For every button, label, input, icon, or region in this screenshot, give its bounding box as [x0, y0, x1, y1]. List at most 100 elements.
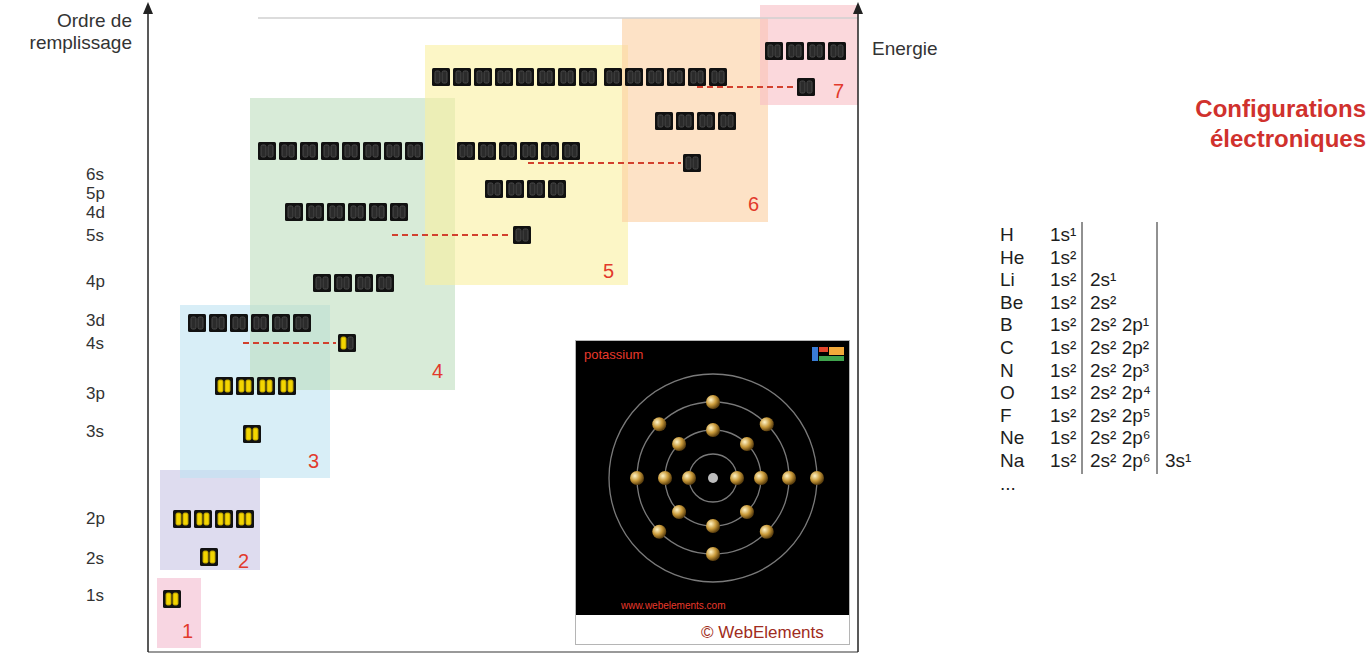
electron-slot — [173, 593, 178, 605]
orbital-label: 4p — [86, 273, 105, 292]
table-rule — [1082, 222, 1083, 474]
orbital-frame — [495, 68, 513, 86]
electron-slot — [316, 277, 321, 289]
electron-slot — [456, 71, 461, 83]
panel-title: Configurations électroniques — [1126, 94, 1366, 154]
orbital-frame — [697, 112, 715, 130]
orbital-box — [558, 68, 576, 86]
orbital-box — [520, 142, 538, 160]
orbital-label: 1s — [86, 587, 104, 606]
electron-slot — [183, 513, 188, 525]
electron-slot — [373, 145, 378, 157]
orbital-frame — [338, 334, 356, 352]
electron-slot — [509, 145, 514, 157]
electron-slot — [488, 145, 493, 157]
electron-slot — [460, 145, 465, 157]
electron-slot — [831, 45, 836, 57]
axis-arrowhead — [143, 2, 153, 14]
electron — [782, 471, 796, 485]
electron-slot — [547, 71, 552, 83]
electron-slot — [700, 115, 705, 127]
nucleus — [708, 473, 718, 483]
orbital-frame — [363, 142, 381, 160]
orbital-box — [667, 68, 685, 86]
configuration-cell: 1s¹ — [1050, 224, 1076, 246]
electron — [760, 525, 774, 539]
orbital-frame — [558, 68, 576, 86]
axis-arrowhead — [853, 2, 863, 14]
electron-slot — [323, 277, 328, 289]
orbital-box — [285, 203, 303, 221]
orbital-frame — [258, 142, 276, 160]
electron-slot — [526, 71, 531, 83]
element-symbol: Ne — [1000, 427, 1024, 449]
orbital-box — [485, 180, 503, 198]
orbital-frame — [272, 314, 290, 332]
electron-slot — [268, 145, 273, 157]
orbital-frame — [499, 142, 517, 160]
table-rule — [1157, 222, 1158, 474]
electron-slot — [565, 145, 570, 157]
orbital-box — [537, 68, 555, 86]
orbital-frame — [537, 68, 555, 86]
orbital-frame — [646, 68, 664, 86]
frame-line — [258, 17, 858, 19]
orbital-box — [516, 68, 534, 86]
orbital-boxes — [163, 42, 846, 608]
electrons — [630, 395, 824, 561]
orbital-frame — [300, 142, 318, 160]
orbital-frame — [215, 377, 233, 395]
orbital-box — [384, 142, 402, 160]
electron-slot — [679, 115, 684, 127]
electron-slot — [628, 71, 633, 83]
electron-slot — [372, 206, 377, 218]
electron-slot — [670, 71, 675, 83]
orbital-label: 2s — [86, 550, 104, 569]
electron-slot — [296, 317, 301, 329]
orbital-box — [236, 377, 254, 395]
orbital-label: 5p — [86, 185, 105, 204]
orbital-box — [513, 226, 531, 244]
electron-slot — [719, 71, 724, 83]
shell-number: 1 — [182, 620, 193, 643]
shell-number: 7 — [833, 80, 844, 103]
orbital-box — [230, 314, 248, 332]
orbital-box — [683, 154, 701, 172]
orbital-frame — [625, 68, 643, 86]
electron-slot — [408, 145, 413, 157]
orbital-frame — [215, 510, 233, 528]
electron-slot — [254, 317, 259, 329]
orbital-label: 5s — [86, 227, 104, 246]
orbital-frame — [485, 180, 503, 198]
electron-shell — [665, 430, 761, 526]
electron-slot — [488, 183, 493, 195]
orbital-box — [258, 142, 276, 160]
orbital-box — [579, 68, 597, 86]
electron-slot — [400, 206, 405, 218]
orbital-frame — [243, 425, 261, 443]
configuration-cell: 2s² 2p⁵ — [1090, 405, 1151, 427]
dashed-line — [392, 234, 511, 236]
electron-slot — [415, 145, 420, 157]
orbital-box — [474, 68, 492, 86]
orbital-frame — [765, 42, 783, 60]
table-icon — [812, 347, 818, 361]
orbital-box — [786, 42, 804, 60]
electron-slot — [505, 71, 510, 83]
electron-slot — [198, 317, 203, 329]
orbital-frame — [236, 510, 254, 528]
electron-slot — [281, 380, 286, 392]
orbital-frame — [188, 314, 206, 332]
electron — [810, 471, 824, 485]
electron-slot — [582, 71, 587, 83]
electron — [740, 505, 754, 519]
electron-slot — [509, 183, 514, 195]
orbital-frame — [548, 180, 566, 198]
electron-slot — [677, 71, 682, 83]
electron-slot — [796, 45, 801, 57]
orbital-frame — [828, 42, 846, 60]
orbital-frame — [173, 510, 191, 528]
orbital-label: 4s — [86, 335, 104, 354]
electron-slot — [239, 513, 244, 525]
electron-slot — [303, 145, 308, 157]
